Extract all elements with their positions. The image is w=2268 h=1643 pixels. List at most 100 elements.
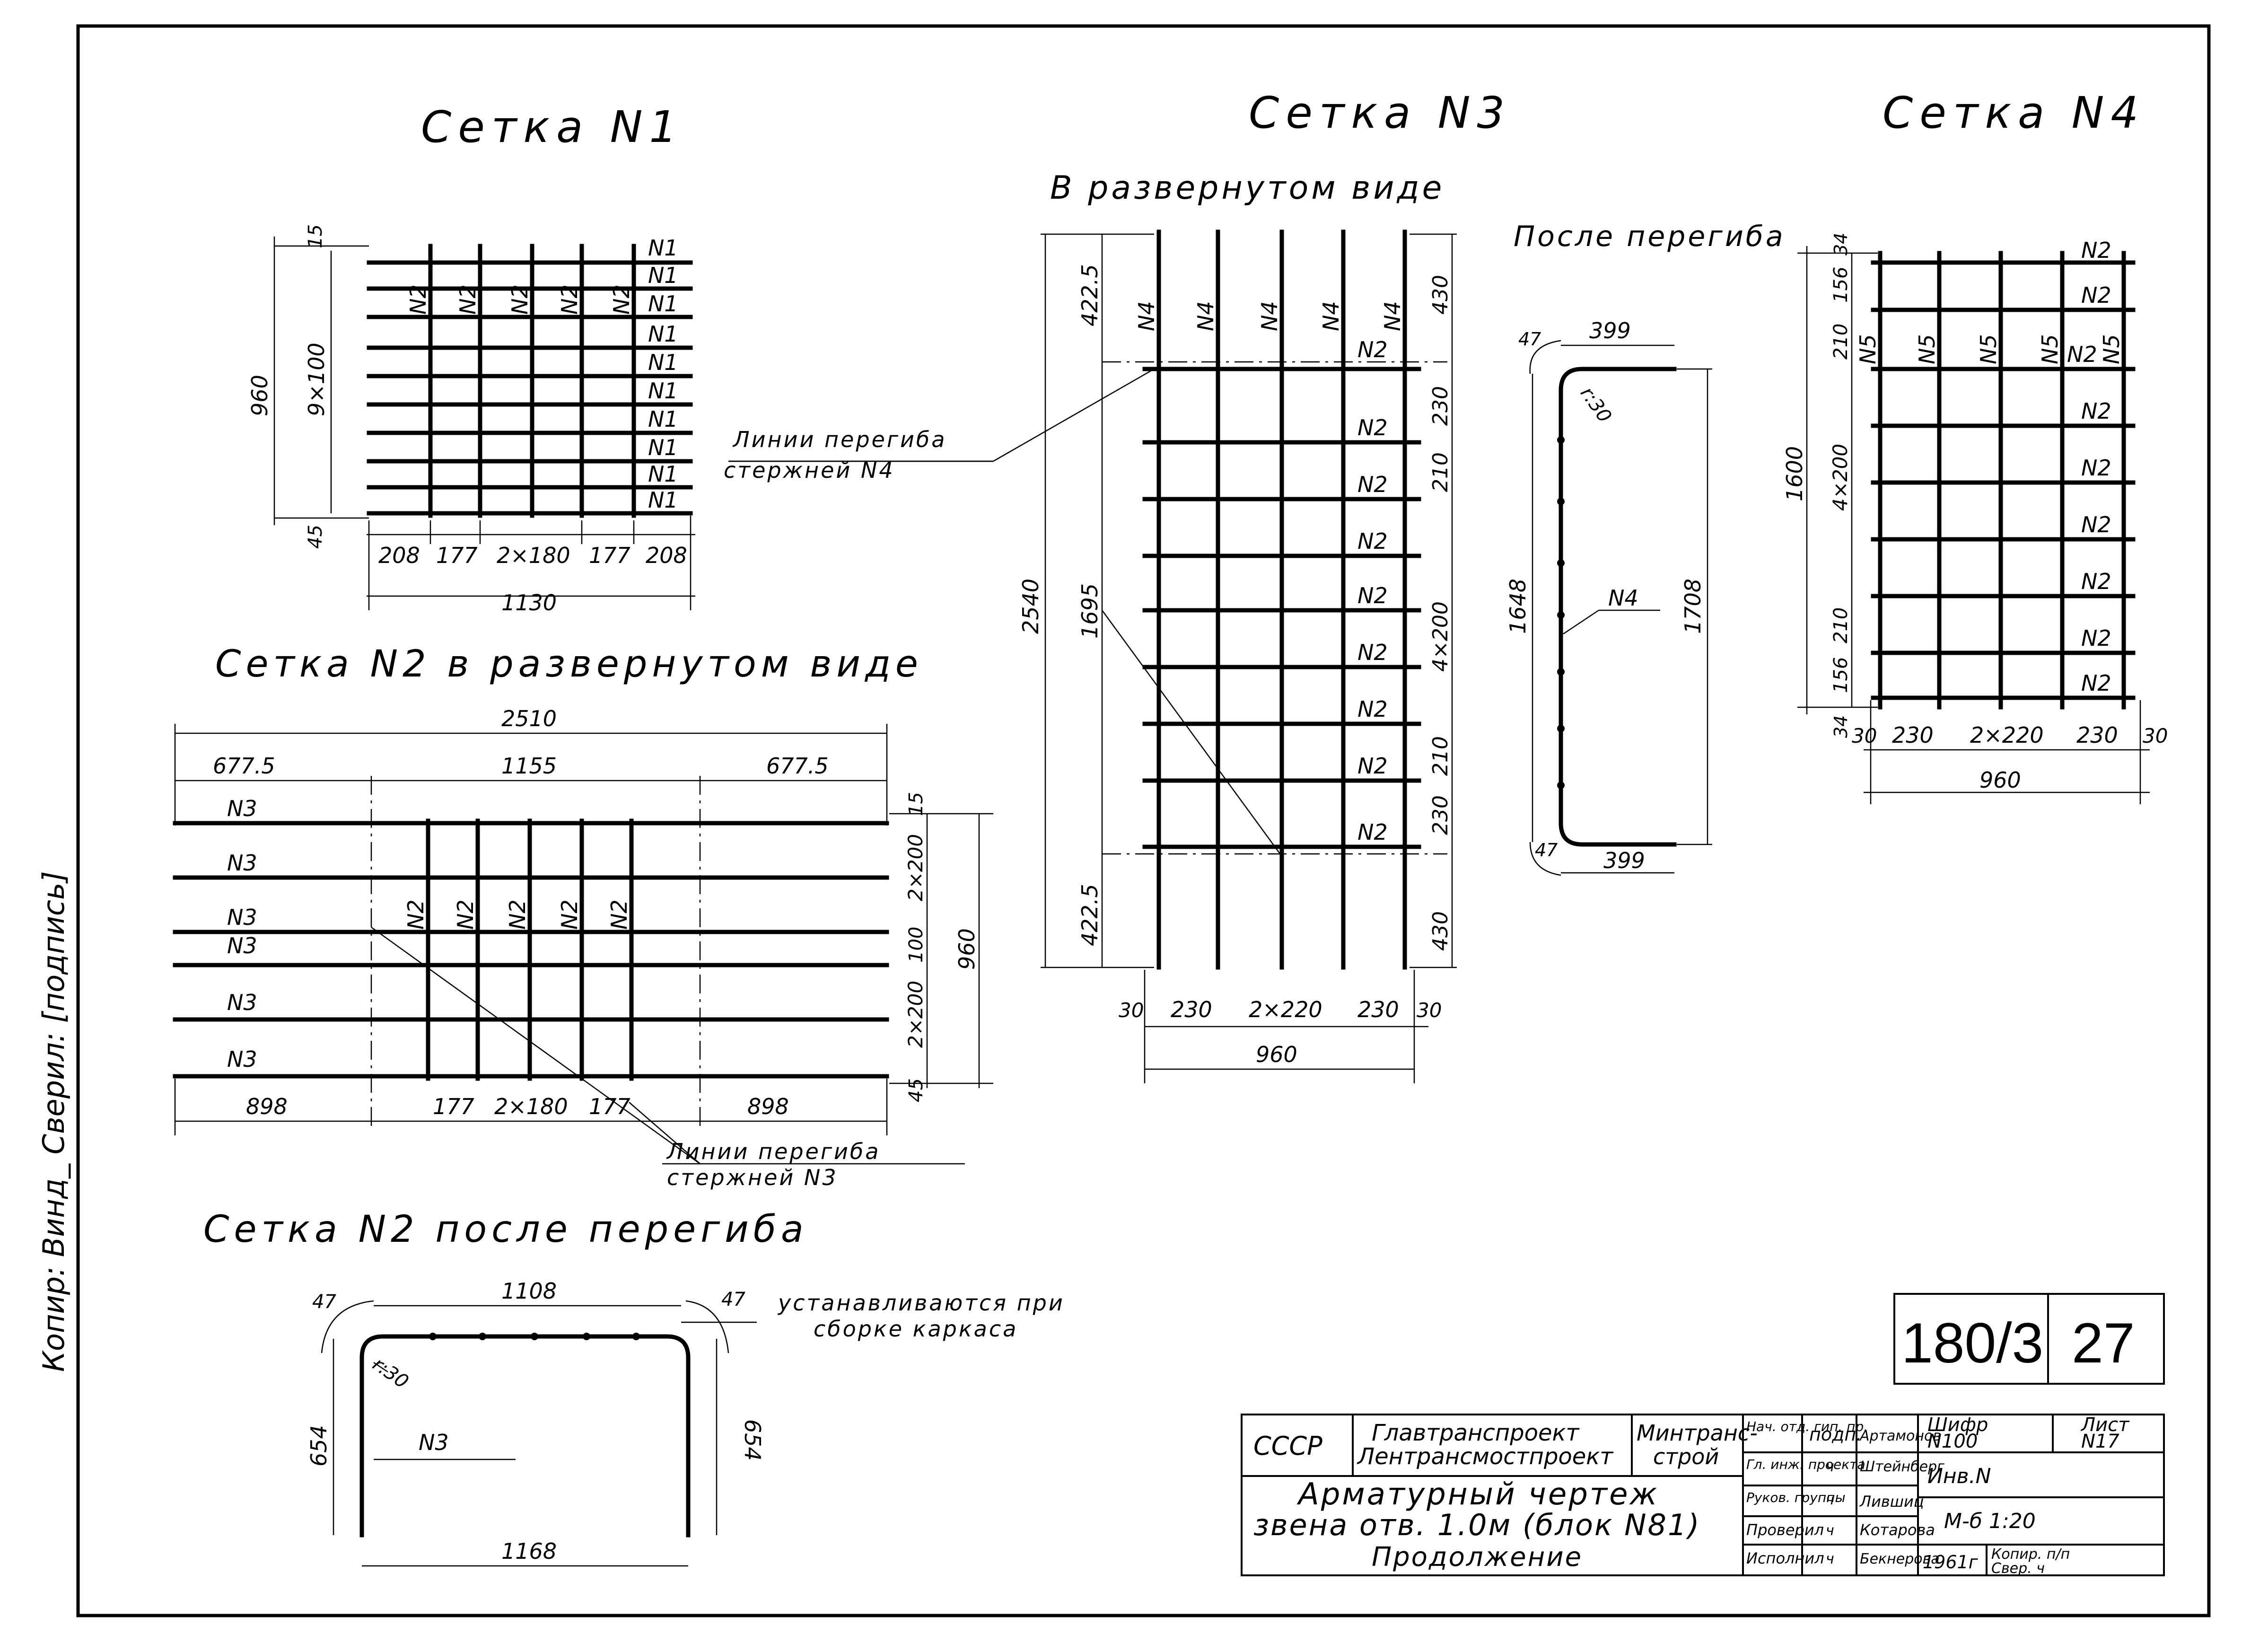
- tb-role: Исполнил: [1746, 1549, 1824, 1567]
- grid3-dim-right: 4×200: [1428, 601, 1453, 672]
- grid1-row-mark: N1: [648, 435, 678, 460]
- grid4-row-mark: N2: [2081, 282, 2111, 308]
- grid3-dim-right: 210: [1428, 452, 1453, 492]
- grid3-row-mark: N2: [1357, 337, 1388, 362]
- tb-name: Артамонов: [1859, 1428, 1941, 1444]
- grid4-dim-left: 34: [1830, 715, 1851, 738]
- tb-title2: звена отв. 1.0м (блок N81): [1253, 1508, 1701, 1542]
- grid2-col-mark: N2: [557, 899, 582, 930]
- tb-scale: М-б 1:20: [1944, 1509, 2036, 1533]
- stamp-box: 180/3 27: [1893, 1293, 2165, 1385]
- grid2-col-mark: N2: [505, 899, 530, 930]
- tb-sig: ч: [1826, 1522, 1834, 1539]
- tb-country: СССР: [1253, 1431, 1322, 1461]
- grid3-col-mark: N4: [1257, 301, 1282, 331]
- tb-copy1: Копир. п/п: [1991, 1546, 2070, 1563]
- tb-sig: ч: [1826, 1551, 1834, 1567]
- grid2-dim-bottom: 898: [246, 1094, 288, 1119]
- tb-code-label: Шифр: [1927, 1414, 1988, 1436]
- tb-sig: ч: [1826, 1492, 1834, 1508]
- grid1-dim: 2×180: [497, 543, 570, 568]
- tb-year: 1961г: [1923, 1552, 1979, 1573]
- grid3-row-mark: N2: [1357, 415, 1388, 440]
- grid4-row-mark: N2: [2081, 512, 2111, 537]
- grid3-after-dim-top: 399: [1589, 318, 1631, 343]
- grid1-row-mark: N1: [648, 235, 678, 261]
- grid4-drawing: [1797, 246, 2150, 804]
- grid2-col-mark: N2: [453, 899, 478, 930]
- grid2-dim-bottom: 177: [589, 1094, 630, 1119]
- tb-org2: Лентрансмостпроект: [1357, 1443, 1614, 1470]
- grid1-labels: N1 N1 N1 N1 N1 N1 N1 N1 N1 N1 N2 N2 N2 N…: [247, 224, 687, 615]
- tb-role: Гл. инж. проекта: [1746, 1457, 1865, 1472]
- subtitle-grid3-after: После перегиба: [1514, 220, 1786, 253]
- tb-name: Лившиц: [1859, 1493, 1924, 1511]
- tb-role: Нач. отд. гип. пр.: [1746, 1419, 1868, 1434]
- grid3-after-drawing: [1529, 340, 1712, 876]
- sheet-frame: [76, 24, 2211, 1617]
- grid3-after-dim-bottom: 399: [1603, 848, 1645, 873]
- grid3-labels: N4 N4 N4 N4 N4 N2 N2 N2 N2 N2 N2 N2 N2 N…: [724, 264, 1453, 1067]
- grid2-after-radius: r:30: [368, 1353, 412, 1393]
- bend-lines-n3-label: стержней N3: [667, 1165, 838, 1190]
- grid3-col-mark: N4: [1134, 301, 1159, 331]
- grid3-row-mark: N2: [1357, 583, 1388, 608]
- grid3-row-mark: N2: [1357, 528, 1388, 554]
- grid2-drawing: [173, 724, 993, 1165]
- grid1-dim: 177: [436, 543, 478, 568]
- grid4-dim-left: 210: [1830, 607, 1852, 643]
- grid4-dim-left: 210: [1830, 324, 1852, 360]
- grid1-row-mark: N1: [648, 263, 678, 288]
- grid2-dim-right: 100: [905, 927, 927, 963]
- grid4-dim-bottom: 2×220: [1970, 722, 2044, 748]
- grid2-dim-bottom: 177: [433, 1094, 474, 1119]
- grid3-dim-left-total: 2540: [1018, 579, 1043, 634]
- grid2-dim-top: 677.5: [766, 753, 829, 779]
- grid1-col-mark: N2: [609, 284, 634, 315]
- grid4-dim-left: 156: [1830, 657, 1852, 693]
- grid3-after-radius: r:30: [1576, 383, 1616, 427]
- tb-sheet-label: Лист: [2080, 1414, 2130, 1436]
- grid1-dim-left-inner: 9×100: [304, 343, 329, 416]
- grid2-labels: 2510 677.5 1155 677.5 N3 N3 N3 N3 N3 N3 …: [213, 706, 980, 1190]
- title-grid4: Сетка N4: [1883, 88, 2145, 138]
- install-note: устанавливаются при: [777, 1290, 1065, 1316]
- grid3-drawing: [728, 229, 1457, 1083]
- grid1-dim: 208: [378, 543, 420, 568]
- grid1-dim-bottom-small: 45: [305, 525, 326, 549]
- title-grid2-after: Сетка N2 после перегиба: [203, 1208, 808, 1251]
- grid4-dim-left: 34: [1830, 233, 1851, 255]
- tb-inv-label: Инв.N: [1927, 1464, 1991, 1488]
- grid1-row-mark: N1: [648, 350, 678, 375]
- grid3-dim-right: 430: [1428, 275, 1453, 315]
- grid2-dim-bottom: 2×180: [494, 1094, 568, 1119]
- grid4-dim-bottom: 230: [2076, 722, 2118, 748]
- grid4-row-mark: N2: [2081, 569, 2111, 594]
- stamp-series: 180/3: [1901, 1311, 2043, 1375]
- grid1-row-mark: N1: [648, 406, 678, 432]
- grid4-row-mark: N2: [2081, 625, 2111, 651]
- grid3-row-mark: N2: [1357, 640, 1388, 665]
- title-block: СССР Главтранспроект Лентрансмостпроект …: [1241, 1414, 2165, 1577]
- grid2-row-mark: N3: [227, 850, 257, 876]
- grid3-dim-bottom: 30: [1417, 999, 1442, 1022]
- grid2-row-mark: N3: [227, 990, 257, 1015]
- grid3-dim-left: 422.5: [1077, 264, 1103, 326]
- grid2-after-dim-top: 1108: [501, 1278, 557, 1304]
- grid4-col-mark: N5: [1914, 334, 1940, 364]
- tb-sig-head: подп.: [1809, 1424, 1862, 1445]
- grid4-col-mark: N5: [1855, 334, 1881, 364]
- grid3-after-corner: 47: [1518, 329, 1541, 350]
- grid3-after-dim-right: 1708: [1680, 579, 1706, 634]
- tb-name: Котарова: [1860, 1521, 1935, 1539]
- bend-lines-n3-label: Линии перегиба: [666, 1139, 880, 1164]
- subtitle-grid3-unfolded: В развернутом виде: [1050, 169, 1445, 207]
- grid4-row-mark: N2: [2081, 237, 2111, 263]
- grid4-dim-left-total: 1600: [1782, 446, 1807, 501]
- tb-title1: Арматурный чертеж: [1296, 1477, 1659, 1512]
- grid2-row-mark: N3: [227, 933, 257, 958]
- grid1-row-mark: N1: [648, 291, 678, 316]
- grid1-dim-total: 1130: [501, 590, 557, 615]
- grid2-dim-bottom: 898: [747, 1094, 789, 1119]
